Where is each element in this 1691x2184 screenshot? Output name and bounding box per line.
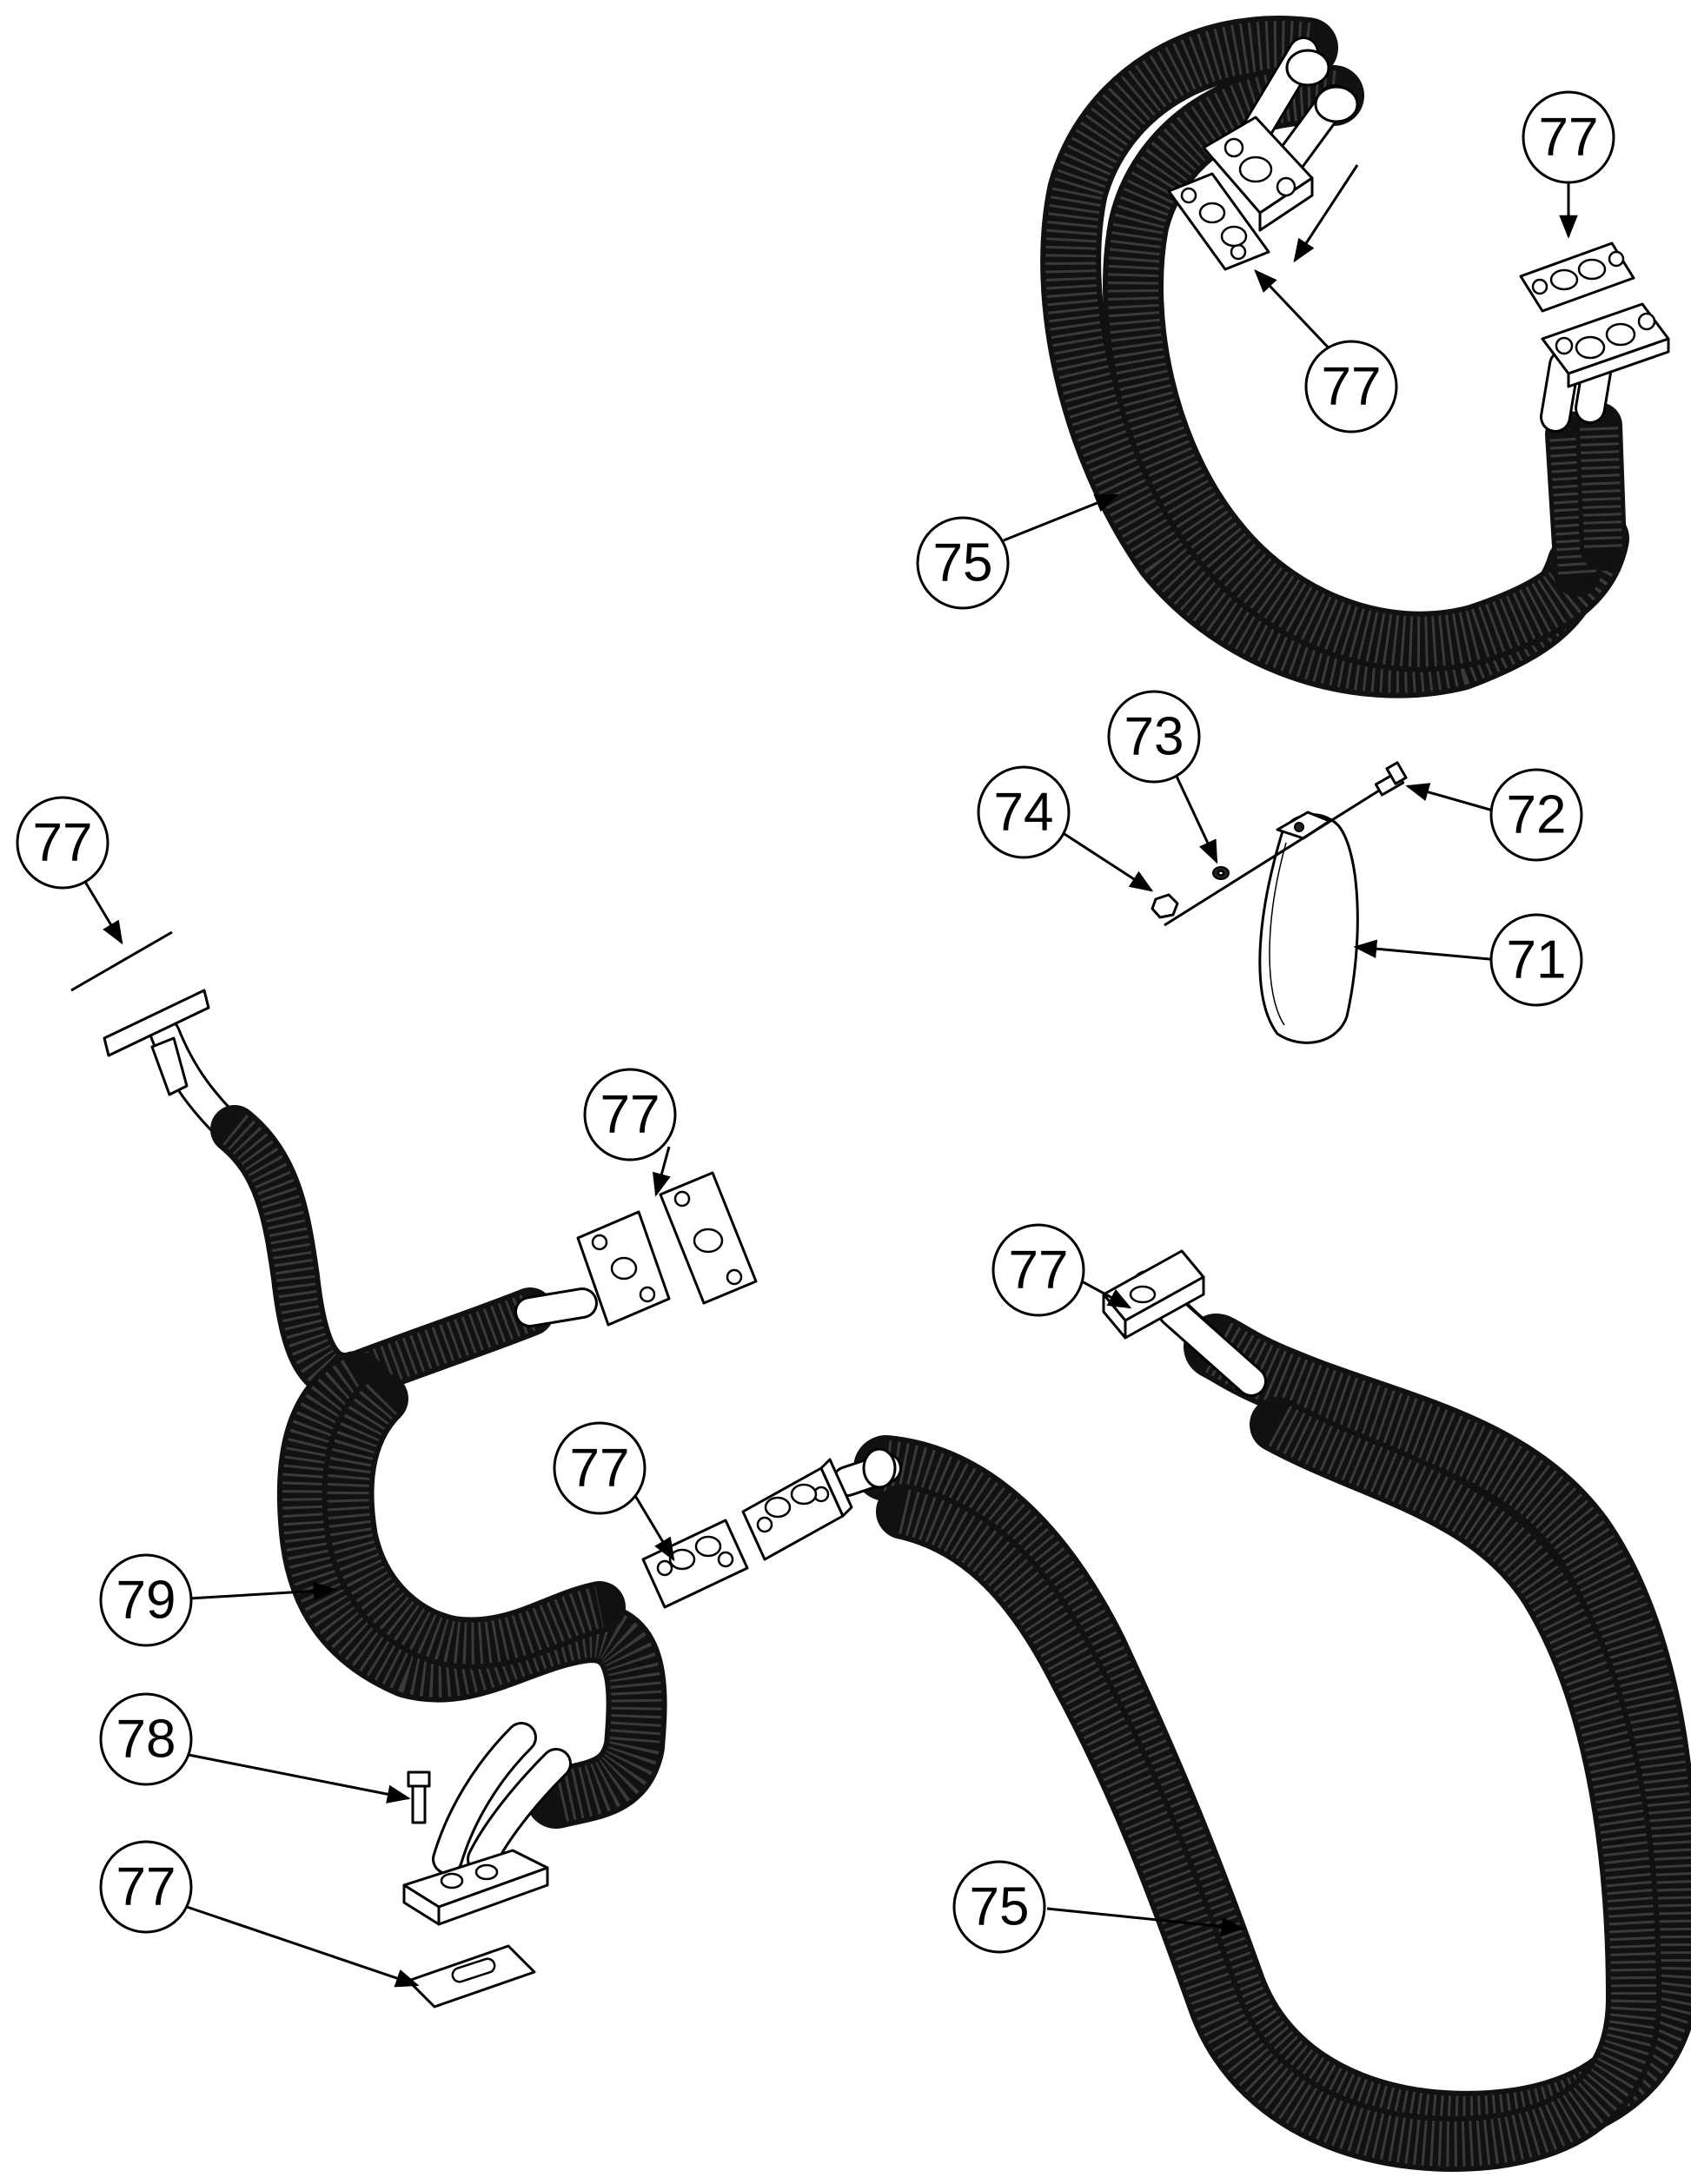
callout-77-bottom-right-top: 77 [991,1223,1085,1317]
callout-79: 79 [99,1553,193,1647]
svg-text:77: 77 [1322,357,1382,417]
gasket-left-bottom [407,1944,536,2009]
svg-text:77: 77 [600,1085,660,1145]
callout-75-top: 75 [916,516,1010,610]
svg-text:77: 77 [1539,108,1599,168]
svg-text:75: 75 [970,1877,1030,1937]
svg-text:74: 74 [994,783,1054,843]
svg-text:71: 71 [1507,930,1567,990]
svg-text:77: 77 [33,813,93,873]
callout-72: 72 [1489,768,1583,862]
svg-text:78: 78 [116,1710,176,1770]
svg-text:73: 73 [1124,707,1184,767]
callout-77-bottom-left: 77 [99,1840,193,1934]
flange-left-top [103,989,210,1096]
callout-77-top-right: 77 [1522,90,1615,184]
svg-text:75: 75 [933,533,993,593]
hose-assembly-bottom [832,1270,1691,2172]
gasket-line-left [70,930,173,992]
nut-74 [1151,893,1179,919]
clamp-71 [1258,811,1359,1044]
gasket-top-left [1167,172,1270,271]
callout-77-left-top: 77 [16,796,109,890]
svg-text:77: 77 [1009,1241,1069,1300]
callout-77-left-mid: 77 [583,1068,677,1161]
flange-bottom-right-mid [741,1458,853,1561]
callout-77-top-mid: 77 [1304,340,1398,433]
bolt-78 [407,1770,431,1824]
hose-assembly-left [149,1018,667,1875]
svg-text:79: 79 [116,1571,176,1631]
washer-73 [1212,866,1230,880]
callout-74: 74 [977,765,1071,859]
flange-left-mid [576,1210,671,1327]
callout-78: 78 [99,1692,193,1786]
callout-77-center: 77 [553,1421,647,1515]
hose-assembly-top [1040,16,1670,698]
bolt-72 [1374,761,1408,797]
svg-text:77: 77 [570,1439,630,1499]
callout-71: 71 [1489,913,1583,1007]
leader-lines [83,164,1578,1988]
svg-text:72: 72 [1507,785,1567,845]
svg-text:77: 77 [116,1857,176,1917]
callout-75-bottom: 75 [952,1860,1046,1954]
flange-left-bottom [402,1849,549,1926]
gasket-top-right [1519,242,1635,313]
callout-73: 73 [1107,690,1201,784]
gasket-left-mid [659,1171,758,1305]
